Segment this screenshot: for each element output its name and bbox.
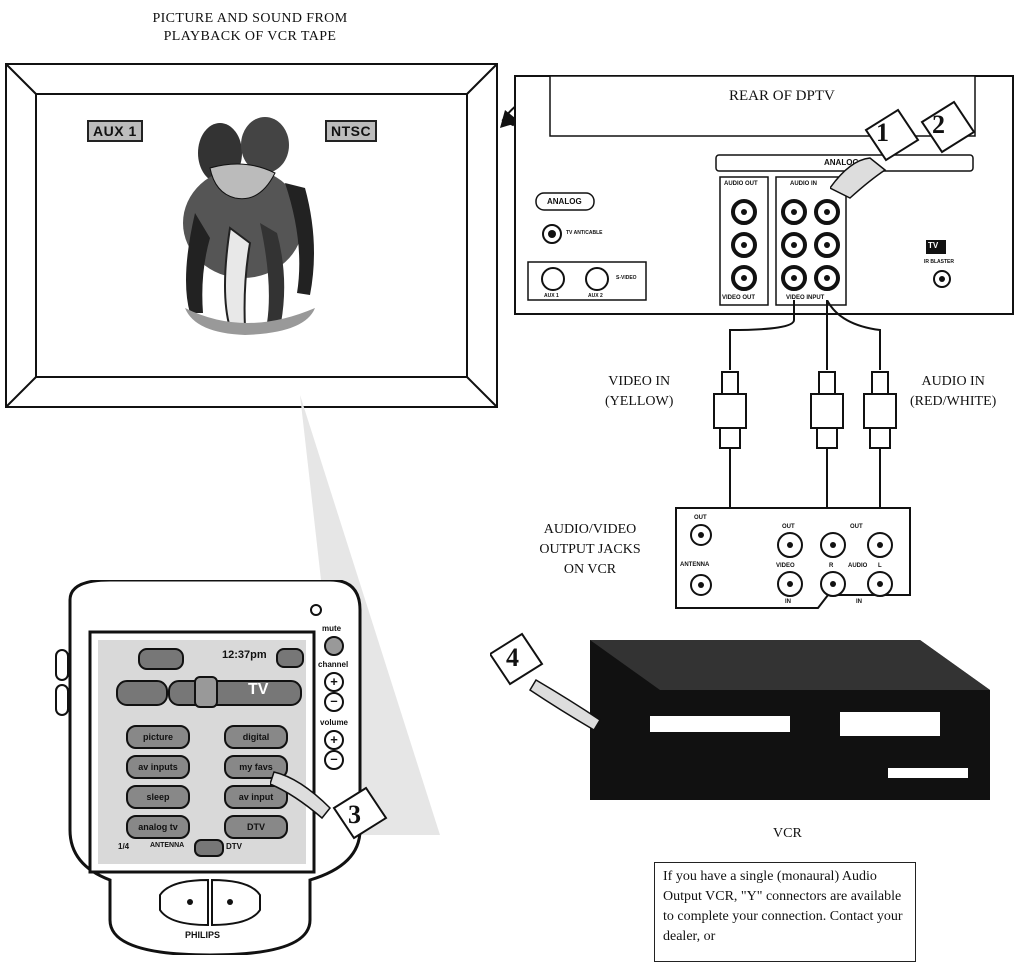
audio-out-label: AUDIO OUT bbox=[724, 181, 758, 187]
l-jack-label: L bbox=[878, 563, 882, 569]
video-in-line-2: (YELLOW) bbox=[605, 392, 673, 412]
vcr-label: VCR bbox=[773, 824, 802, 844]
vcr-jack-panel: OUT ANTENNA OUT OUT VIDEO R AUDIO L IN I… bbox=[668, 500, 918, 615]
video-in-line-1: VIDEO IN bbox=[605, 372, 673, 392]
antenna-label: ANTENNA bbox=[680, 562, 709, 568]
video-out-jack-label: OUT bbox=[782, 524, 795, 530]
sleep-button[interactable]: sleep bbox=[126, 785, 190, 809]
step-2: 2 bbox=[932, 110, 945, 140]
aux1-label: AUX 1 bbox=[544, 293, 559, 299]
av-inputs-button[interactable]: av inputs bbox=[126, 755, 190, 779]
audio-jack-label: AUDIO bbox=[848, 563, 867, 569]
pointing-hand-icon bbox=[530, 680, 600, 730]
r-jack-label: R bbox=[829, 563, 833, 569]
tv-icon-label: TV bbox=[928, 241, 938, 250]
picture-button[interactable]: picture bbox=[126, 725, 190, 749]
audio-out-jack-label: OUT bbox=[850, 524, 863, 530]
antenna-label: ANTENNA bbox=[150, 842, 184, 849]
audio-in-line-1: AUDIO IN bbox=[910, 372, 996, 392]
tv-screen-caption: PICTURE AND SOUND FROM PLAYBACK OF VCR T… bbox=[95, 10, 405, 46]
step-4: 4 bbox=[506, 643, 519, 673]
antenna-out-label: OUT bbox=[694, 515, 707, 521]
digital-button[interactable]: digital bbox=[224, 725, 288, 749]
vcr-illustration bbox=[490, 630, 1010, 810]
vcr-jacks-label: AUDIO/VIDEO OUTPUT JACKS ON VCR bbox=[520, 520, 660, 580]
tv-antenna-label: TV ANT/CABLE bbox=[566, 230, 602, 236]
vcr-jacks-line-2: OUTPUT JACKS bbox=[520, 540, 660, 560]
speech-bubble-icon[interactable] bbox=[276, 648, 304, 668]
antenna-toggle[interactable] bbox=[194, 839, 224, 857]
dptv-title: REAR OF DPTV bbox=[729, 88, 835, 105]
pointing-hand-icon bbox=[270, 772, 330, 818]
svideo-label: S-VIDEO bbox=[616, 275, 637, 281]
mute-label: mute bbox=[322, 624, 341, 633]
vcr-jacks-line-3: ON VCR bbox=[520, 560, 660, 580]
channel-down-button[interactable]: – bbox=[324, 692, 344, 712]
analog-button-label: ANALOG bbox=[547, 197, 582, 206]
home-pill[interactable] bbox=[138, 648, 184, 670]
caption-line-2: PLAYBACK OF VCR TAPE bbox=[95, 28, 405, 46]
aux2-label: AUX 2 bbox=[588, 293, 603, 299]
audio-in-line-2: (RED/WHITE) bbox=[910, 392, 996, 412]
ntsc-badge: NTSC bbox=[325, 120, 377, 142]
device-bar-left[interactable] bbox=[116, 680, 168, 706]
volume-label: volume bbox=[320, 718, 348, 727]
audio-in-label: AUDIO IN bbox=[790, 181, 817, 187]
channel-up-button[interactable]: + bbox=[324, 672, 344, 692]
brand-logo: PHILIPS bbox=[185, 930, 220, 940]
aux1-badge: AUX 1 bbox=[87, 120, 143, 142]
device-icon bbox=[194, 676, 218, 708]
device-title: TV bbox=[248, 681, 268, 699]
page-indicator: 1/4 bbox=[118, 842, 129, 851]
video-in-label: VIDEO IN (YELLOW) bbox=[605, 372, 673, 412]
rca-jacks bbox=[733, 201, 838, 289]
pointing-hand-icon bbox=[830, 158, 885, 198]
analog-tv-button[interactable]: analog tv bbox=[126, 815, 190, 839]
video-jack-label: VIDEO bbox=[776, 563, 795, 569]
vcr-jacks-line-1: AUDIO/VIDEO bbox=[520, 520, 660, 540]
mute-button[interactable] bbox=[324, 636, 344, 656]
step-1-2-markers bbox=[830, 100, 1020, 200]
video-in-jack-label: IN bbox=[785, 599, 791, 605]
monaural-note: If you have a single (monaural) Audio Ou… bbox=[654, 862, 916, 962]
device-bar[interactable] bbox=[168, 680, 302, 706]
clock: 12:37pm bbox=[222, 649, 267, 661]
tv-frame-illustration bbox=[5, 63, 498, 408]
dtv-label: DTV bbox=[226, 842, 242, 851]
volume-up-button[interactable]: + bbox=[324, 730, 344, 750]
channel-label: channel bbox=[318, 660, 348, 669]
audio-in-jack-label: IN bbox=[856, 599, 862, 605]
audio-in-label: AUDIO IN (RED/WHITE) bbox=[910, 372, 996, 412]
tv-screen: AUX 1 NTSC bbox=[5, 63, 498, 408]
ir-blaster-label: IR BLASTER bbox=[924, 259, 954, 265]
step-3: 3 bbox=[348, 800, 361, 830]
step-3-marker bbox=[270, 758, 410, 848]
caption-line-1: PICTURE AND SOUND FROM bbox=[95, 10, 405, 28]
step-1: 1 bbox=[876, 118, 889, 148]
